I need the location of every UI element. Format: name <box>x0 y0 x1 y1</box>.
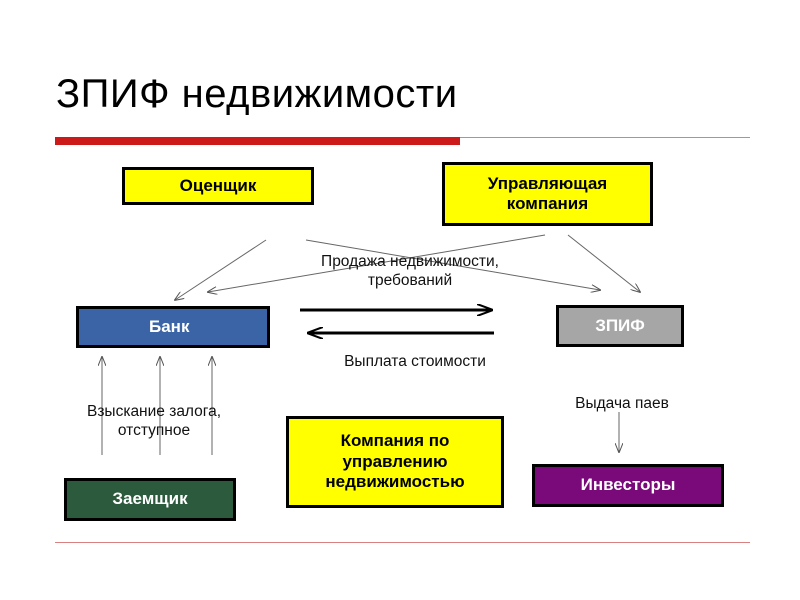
investors-box: Инвесторы <box>532 464 724 507</box>
appraiser-box: Оценщик <box>122 167 314 205</box>
arrow-appraiser-to-zpif <box>305 239 600 290</box>
bank-box: Банк <box>76 306 270 348</box>
title-rule <box>460 137 750 138</box>
title-accent-bar <box>55 137 460 145</box>
shares-label: Выдача паев <box>575 395 669 412</box>
arrow-mgmt-to-bank <box>208 234 546 292</box>
borrower-box: Заемщик <box>64 478 236 521</box>
management-company-box: Управляющая компания <box>442 162 653 226</box>
zpif-box: ЗПИФ <box>556 305 684 347</box>
property-management-company-box: Компания по управлению недвижимостью <box>286 416 504 508</box>
payment-label: Выплата стоимости <box>344 353 486 370</box>
sale-label: Продажа недвижимости, требований <box>321 253 499 290</box>
footer-rule <box>55 542 750 543</box>
arrow-appraiser-to-bank <box>175 239 267 300</box>
slide-title: ЗПИФ недвижимости <box>56 72 458 116</box>
arrow-mgmt-to-zpif <box>567 234 640 292</box>
collection-label: Взыскание залога, отступное <box>86 403 222 440</box>
